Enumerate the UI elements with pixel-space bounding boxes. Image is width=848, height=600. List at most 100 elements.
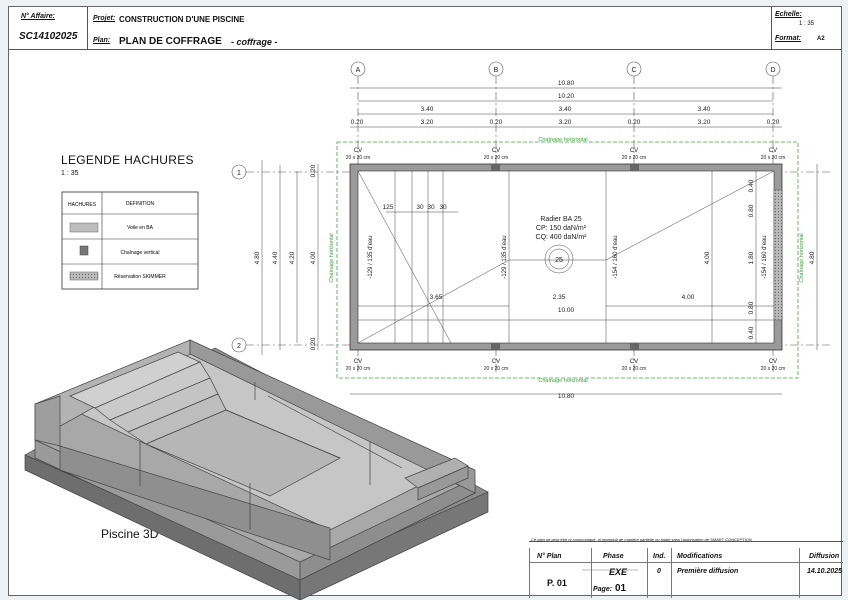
plan-value: PLAN DE COFFRAGE [119, 36, 222, 47]
diff-value: 14.10.2025 [807, 568, 843, 575]
dim-r-d2: 0.80 [748, 301, 755, 314]
legend-item-skimmer: Réservation SKIMMER [114, 274, 166, 280]
grid-col-a: A [356, 67, 361, 74]
format-value: A2 [817, 36, 825, 42]
dim-total: 10.80 [558, 80, 575, 87]
dim-h-total: 4.80 [254, 251, 261, 264]
cv-bb: CV [492, 359, 500, 365]
phase-value: EXE [609, 567, 628, 577]
legend-scale: 1 : 35 [61, 170, 79, 177]
dim-clear-2: 3.20 [559, 119, 572, 126]
grid-col-c: C [631, 67, 636, 74]
step-30a: 30 [416, 204, 424, 211]
plan-sub: - coffrage - [231, 37, 278, 47]
cv-bd-size: 20 x 20 cm [761, 366, 785, 372]
top-dimensions [350, 87, 782, 395]
view3d-caption: Piscine 3D [101, 527, 159, 541]
cv-bl-size: 20 x 20 cm [346, 366, 370, 372]
dim-clear-1: 3.20 [421, 119, 434, 126]
cv-td: CV [769, 148, 777, 154]
plan-number: P. 01 [547, 578, 567, 588]
step-125: 125 [383, 204, 394, 211]
grid-row-2: 2 [237, 343, 241, 350]
legend-item-voile: Voile en BA [127, 225, 154, 231]
format-label: Format: [775, 35, 802, 42]
dim-wall-2: 0.20 [490, 119, 503, 126]
dim-inner: 10.20 [558, 93, 575, 100]
th-diff: Diffusion [809, 553, 840, 560]
cv-td-size: 20 x 20 cm [761, 155, 785, 161]
cv-labels: CV 20 x 20 cm CV 20 x 20 cm CV 20 x 20 c… [346, 148, 785, 372]
cv-bc-size: 20 x 20 cm [622, 366, 646, 372]
chainage-top: Chaînage horizontal [538, 137, 587, 143]
dim-r-total: 4.80 [809, 251, 816, 264]
dim-span-3: 3.40 [698, 106, 711, 113]
right-dimensions [711, 164, 818, 350]
legend-swatch-skimmer [69, 271, 99, 281]
plan-label: Plan: [93, 37, 111, 44]
cv-tc-size: 20 x 20 cm [622, 155, 646, 161]
dim-bottom-total: 10.80 [558, 393, 575, 400]
chainage-outline [336, 141, 799, 379]
water-label-2: -129 / 135 d'eau [502, 235, 508, 278]
projet-value: CONSTRUCTION D'UNE PISCINE [119, 15, 245, 24]
legend-title: LEGENDE HACHURES [61, 153, 194, 167]
cv-tl-size: 20 x 20 cm [346, 155, 370, 161]
skimmer-reservation [773, 189, 783, 321]
dim-wall-4: 0.20 [767, 119, 780, 126]
cv-tb-size: 20 x 20 cm [484, 155, 508, 161]
pool-plan [349, 163, 783, 351]
cv-tl: CV [354, 148, 362, 154]
title-block: Ce plan ne peut être ni communiqué, ni r… [529, 537, 843, 598]
dim-r-d: 4.00 [704, 251, 711, 264]
grid-row-1: 1 [237, 170, 241, 177]
water-label-4: -154 / 160 d'eau [762, 235, 768, 278]
modif-value: Première diffusion [677, 568, 739, 575]
th-phase: Phase [603, 553, 624, 560]
chainage-left: Chaînage horizontal [329, 233, 335, 282]
radier-tag: 25 [555, 257, 563, 264]
legend-table: HACHURES DEFINITION Voile en BA Chaînage… [61, 191, 199, 290]
copyright-note: Ce plan ne peut être ni communiqué, ni r… [531, 537, 752, 542]
pool-3d-view [24, 339, 489, 600]
legend-item-chainage: Chaînage vertical [121, 250, 160, 256]
cv-tb: CV [492, 148, 500, 154]
dim-400: 4.00 [682, 294, 695, 301]
header: N° Affaire: SC14102025 Projet: CONSTRUCT… [9, 7, 841, 50]
th-plan: N° Plan [537, 553, 562, 560]
dim-365: 3.65 [430, 294, 443, 301]
radier-cq: CQ: 400 daN/m² [536, 234, 588, 241]
chainage-right: Chaînage horizontal [799, 233, 805, 282]
dim-r-c: 1.80 [748, 251, 755, 264]
legend-col-definition: DEFINITION [126, 201, 155, 207]
cv-bb-size: 20 x 20 cm [484, 366, 508, 372]
dim-h-wall-top: 0.20 [310, 164, 317, 177]
dim-wall-1: 0.20 [351, 119, 364, 126]
affaire-value: SC14102025 [19, 31, 78, 42]
dim-span-2: 3.40 [559, 106, 572, 113]
dim-r-e: 0.40 [748, 326, 755, 339]
dim-1000: 10.00 [558, 307, 575, 314]
grid-col-b: B [494, 67, 499, 74]
dim-h-a: 4.40 [272, 251, 279, 264]
left-dimensions [261, 160, 319, 355]
step-30b: 30 [427, 204, 435, 211]
water-label-3: -154 / 160 d'eau [613, 235, 619, 278]
ind-value: 0 [657, 568, 661, 575]
legend-swatch-voile [69, 222, 99, 233]
projet-label: Projet: [93, 15, 116, 22]
dim-235: 2.35 [553, 294, 566, 301]
legend-col-hachures: HACHURES [68, 202, 97, 208]
dim-wall-3: 0.20 [628, 119, 641, 126]
page-number: 01 [615, 583, 627, 594]
cv-bc: CV [630, 359, 638, 365]
th-ind: Ind. [653, 553, 666, 560]
echelle-label: Echelle: [775, 11, 802, 18]
dim-span-1: 3.40 [421, 106, 434, 113]
dim-h-b: 4.20 [289, 251, 296, 264]
echelle-value: 1 : 35 [799, 21, 815, 27]
water-label-1: -129 / 135 d'eau [368, 235, 374, 278]
radier-cp: CP: 150 daN/m² [536, 225, 587, 232]
affaire-label: N° Affaire: [21, 13, 55, 20]
dim-clear-3: 3.20 [698, 119, 711, 126]
